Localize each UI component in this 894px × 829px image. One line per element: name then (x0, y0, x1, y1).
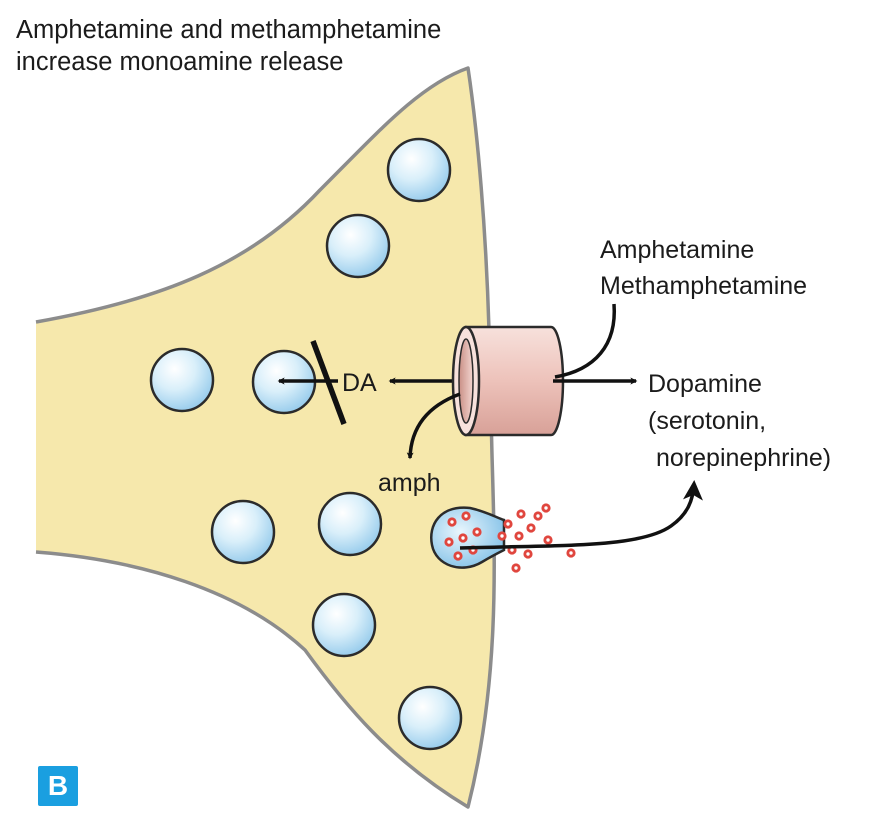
drug-label-line-2: Methamphetamine (600, 272, 807, 300)
amphetamine-entry-curve (554, 303, 616, 379)
vesicle (210, 499, 276, 565)
figure-title: Amphetamine and methamphetamine increase… (16, 14, 441, 78)
drug-label-line-1: Amphetamine (600, 236, 754, 264)
released-label-line-2: (serotonin, (648, 407, 766, 435)
exocytosis-arrow (459, 480, 703, 550)
released-label-line-1: Dopamine (648, 370, 762, 398)
vesicle (149, 347, 215, 413)
vesicle (325, 213, 391, 279)
title-line-1: Amphetamine and methamphetamine (16, 16, 442, 44)
vesicle (397, 685, 463, 751)
monoamine-transporter (451, 325, 565, 437)
vesicle (311, 592, 377, 658)
da-label: DA (342, 369, 377, 397)
amph-into-cytoplasm-arrow (406, 392, 461, 460)
block-bar (310, 340, 347, 425)
vesicle (317, 491, 383, 557)
title-line-2: increase monoamine release (16, 48, 344, 76)
vesicle (386, 137, 452, 203)
amph-label: amph (378, 469, 441, 497)
panel-letter-badge: B (38, 766, 78, 806)
synaptic-vesicles (149, 137, 463, 751)
released-label-line-3: norepinephrine) (656, 444, 831, 472)
